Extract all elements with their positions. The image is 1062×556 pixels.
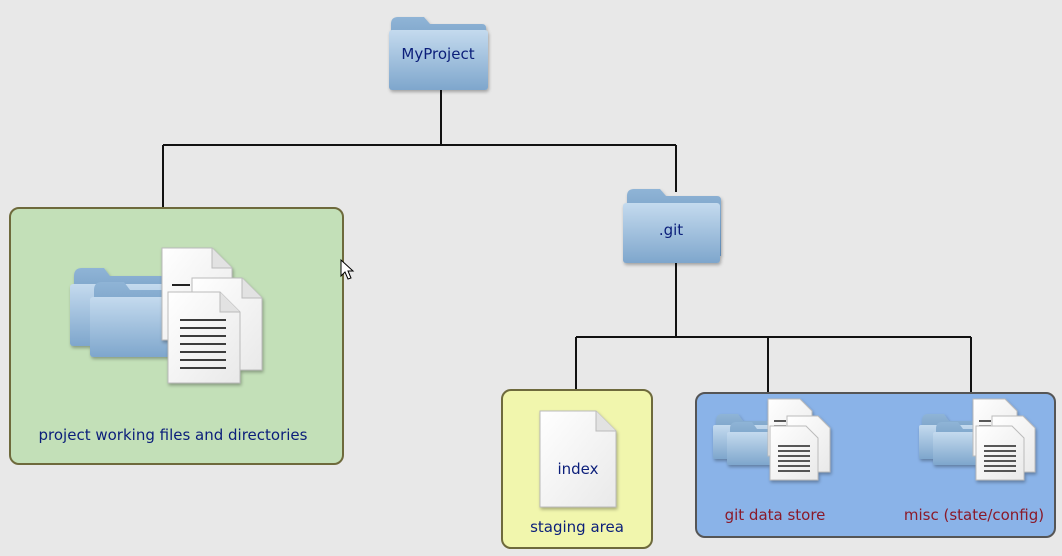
working-documents-icon <box>161 247 263 384</box>
git-data-store-label: git data store <box>724 506 826 524</box>
index-label: index <box>557 460 599 478</box>
working-files-label: project working files and directories <box>38 426 308 444</box>
misc-state-config-label: misc (state/config) <box>903 506 1045 524</box>
misc-state-config-icon <box>919 398 1036 481</box>
connector-lines <box>162 90 972 393</box>
myproject-label: MyProject <box>401 45 475 63</box>
index-document-icon[interactable] <box>539 410 617 508</box>
git-data-store-icon <box>713 398 831 481</box>
myproject-folder-icon[interactable] <box>389 17 488 90</box>
staging-area-label: staging area <box>530 518 624 536</box>
git-folder-label: .git <box>658 221 684 239</box>
git-folder-icon[interactable] <box>623 189 721 263</box>
mouse-cursor-icon <box>340 258 355 280</box>
